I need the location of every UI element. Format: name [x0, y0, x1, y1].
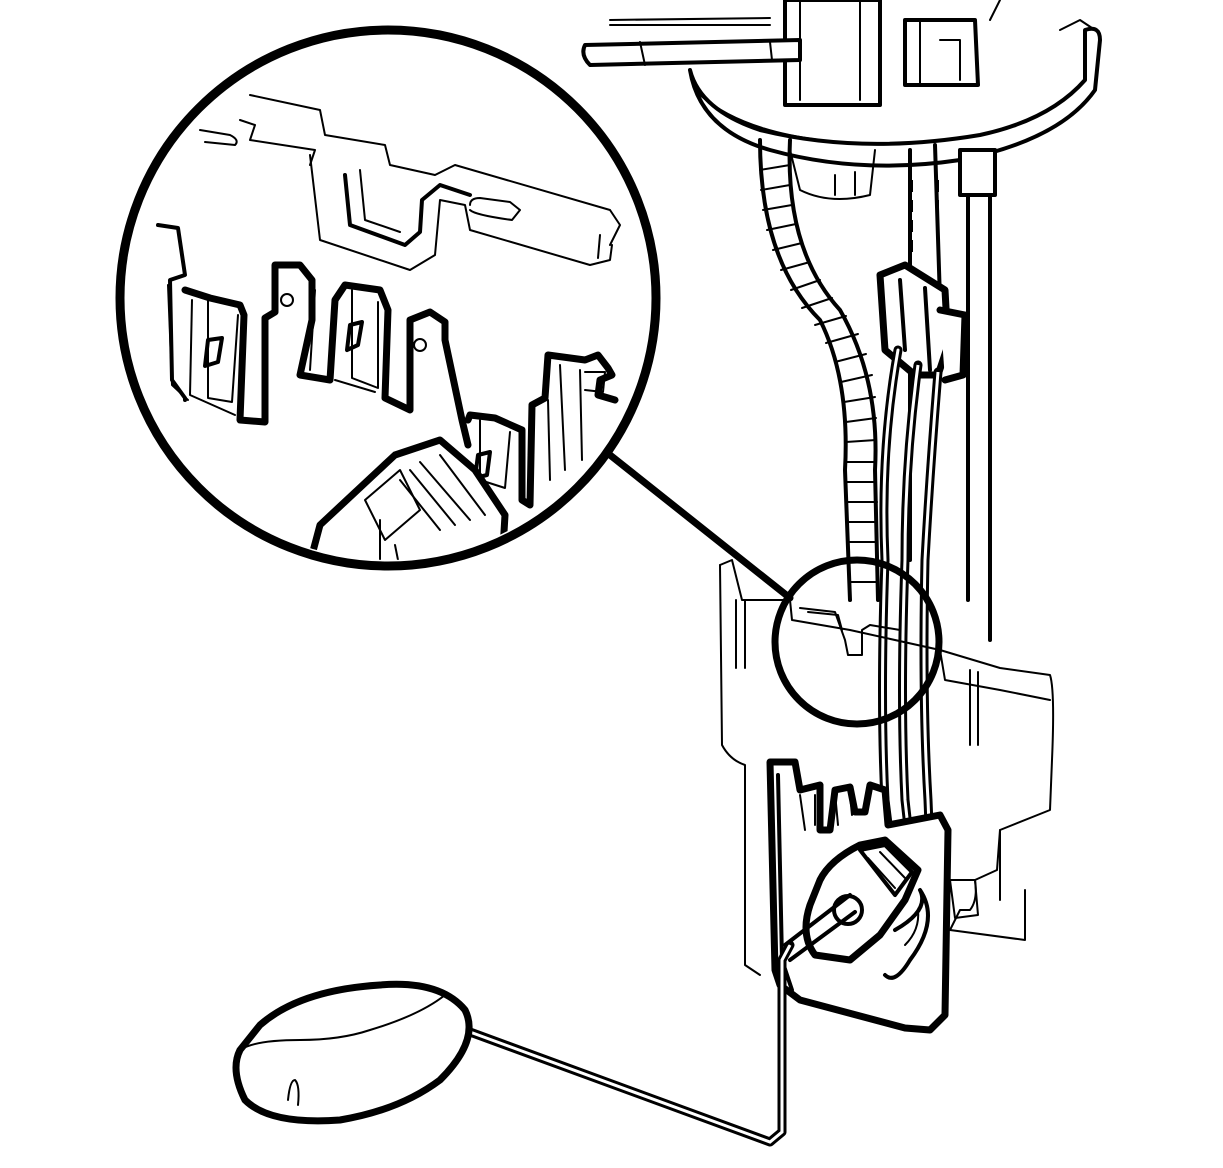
fuel-pump-flange [688, 0, 1102, 168]
detail-magnified-view [115, 25, 661, 571]
corrugated-conduit [758, 138, 880, 602]
reservoir-bracket [719, 559, 1055, 976]
fuel-tube [581, 17, 802, 67]
float-arm [465, 893, 857, 1147]
wiring-harness [878, 345, 943, 855]
magnifier-callout [606, 451, 943, 728]
fuel-level-sender [766, 758, 952, 1034]
float [232, 980, 473, 1125]
